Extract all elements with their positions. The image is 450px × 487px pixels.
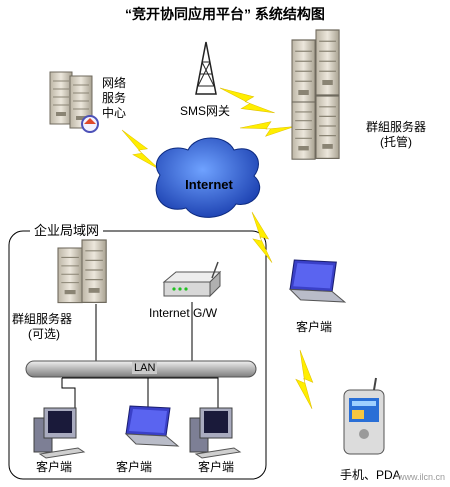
enterprise-lan-frame [8,230,267,480]
label-line: (托管) [380,135,412,149]
label-line: 群組服务器 [12,312,73,326]
label-line: 中心 [102,106,127,120]
label-client-1: 客户端 [36,460,73,474]
page-title: “竞开协同应用平台” 系统结构图 [125,6,325,22]
label-line: 服务 [102,91,127,105]
mobile-pda-device [343,377,385,455]
internet-cloud [155,137,261,218]
label-sms-gateway: SMS网关 [180,104,231,118]
watermark: www.ilcn.cn [398,472,446,482]
pc-client-3 [189,407,241,459]
label-line: (可选) [28,327,60,341]
label-local-group-server: 群組服务器 (可选) [12,312,72,342]
network-service-center-server [49,71,99,133]
pc-client-1 [33,407,85,459]
label-client-remote: 客户端 [296,320,333,334]
hosted-server-cluster [291,29,340,160]
laptop-remote-client [289,259,346,303]
label-client-3: 客户端 [198,460,235,474]
label-lan: LAN [132,362,158,374]
label-line: 网络 [102,76,127,90]
label-mobile-pda: 手机、PDA [340,468,401,482]
internet-gateway-router [162,261,222,298]
label-client-2: 客户端 [116,460,153,474]
label-internet: Internet [185,177,233,192]
label-internet-gateway: Internet G/W [149,306,218,320]
lan-connections [61,302,219,408]
laptop-client-2 [125,405,179,447]
label-network-service-center: 网络 服务 中心 [102,76,126,121]
sms-tower [195,41,217,95]
local-server-cluster [57,239,107,304]
label-line: 群組服务器 [366,120,427,134]
label-hosted-group-server: 群組服务器 (托管) [366,120,426,150]
label-enterprise-lan: 企业局域网 [30,223,104,238]
